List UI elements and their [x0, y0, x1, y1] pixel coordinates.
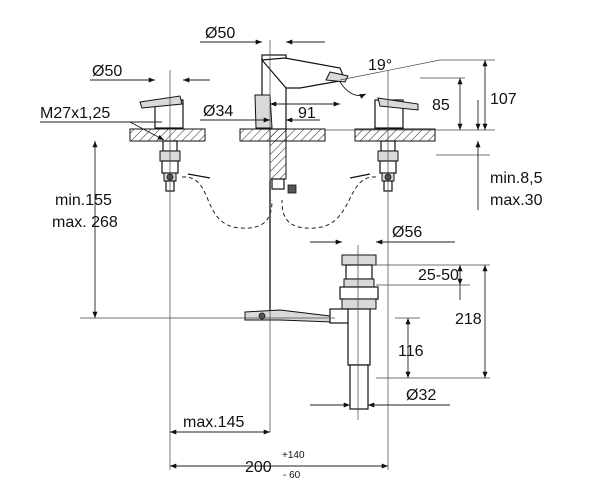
- label-thread: M27x1,25: [40, 105, 110, 122]
- label-height-107: 107: [490, 91, 517, 108]
- label-spread-plus: +140: [282, 450, 305, 461]
- left-handle-valve: [139, 95, 184, 192]
- label-waste-diameter: Ø56: [392, 224, 422, 241]
- label-waste-218: 218: [455, 311, 482, 328]
- pop-up-waste: [329, 254, 379, 410]
- label-hose-max: max. 268: [52, 214, 118, 231]
- supply-hoses: [181, 173, 377, 229]
- label-tail-diameter: Ø32: [406, 387, 436, 404]
- label-waste-range: 25-50: [418, 267, 459, 284]
- label-spout-angle: 19°: [368, 57, 392, 74]
- label-hose-min: min.155: [55, 192, 112, 209]
- extension-lines: [80, 40, 495, 470]
- label-deck-max: max.30: [490, 192, 543, 209]
- label-max-145: max.145: [183, 414, 244, 431]
- label-spread-minus: - 60: [283, 470, 301, 481]
- right-handle-valve: [374, 97, 419, 192]
- label-body-diameter: Ø34: [203, 103, 233, 120]
- dimension-lines: [40, 39, 488, 469]
- label-spout-reach: 91: [298, 105, 316, 122]
- label-spread: 200: [245, 459, 272, 476]
- label-deck-min: min.8,5: [490, 170, 543, 187]
- label-height-85: 85: [432, 97, 450, 114]
- label-handle-diameter: Ø50: [92, 63, 122, 80]
- label-spout-diameter: Ø50: [205, 25, 235, 42]
- lift-rod: [244, 180, 333, 323]
- label-waste-116: 116: [398, 343, 424, 360]
- spout-body: [254, 54, 349, 194]
